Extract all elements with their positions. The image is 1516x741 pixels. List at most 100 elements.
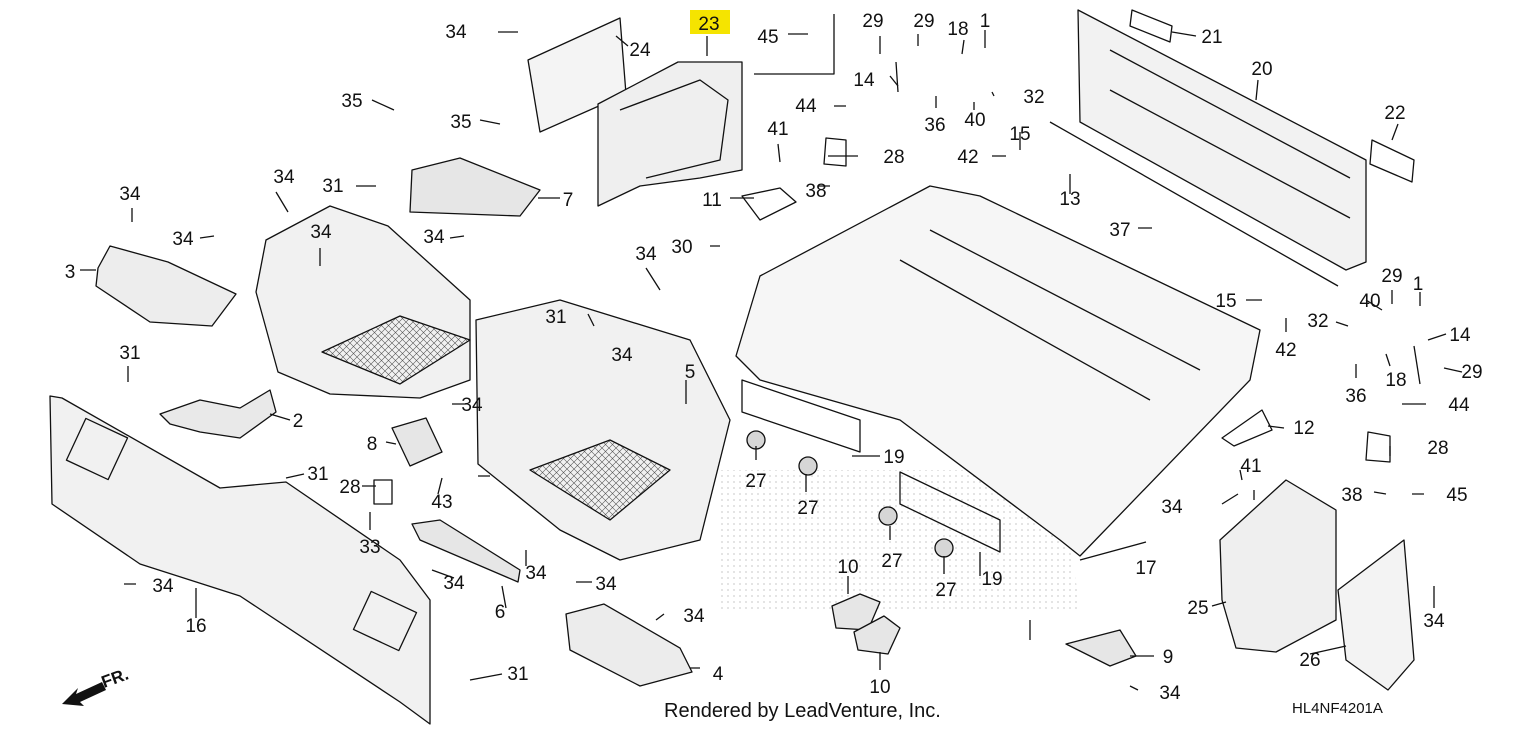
part-hook-28a	[823, 137, 847, 167]
callout-35: 35	[450, 112, 471, 133]
callout-27: 27	[745, 471, 766, 492]
callout-34: 34	[119, 184, 141, 205]
callout-38: 38	[1341, 485, 1362, 506]
callout-15: 15	[1215, 291, 1236, 312]
callout-3: 3	[65, 262, 76, 283]
callout-33: 33	[359, 537, 380, 558]
callout-28: 28	[339, 477, 360, 498]
callout-22: 22	[1384, 103, 1405, 124]
callout-11: 11	[702, 190, 722, 211]
part-hook-28b	[1365, 431, 1391, 463]
callout-31: 31	[507, 664, 528, 685]
callout-19: 19	[883, 447, 904, 468]
callout-36: 36	[924, 115, 945, 136]
callout-14: 14	[1449, 325, 1471, 346]
callout-27: 27	[797, 498, 818, 519]
part-rail-19b	[899, 471, 1001, 553]
callout-23: 23	[698, 14, 719, 35]
callout-7: 7	[563, 190, 574, 211]
callout-38: 38	[805, 181, 826, 202]
callout-31: 31	[119, 343, 140, 364]
callout-34: 34	[310, 222, 332, 243]
callout-42: 42	[1275, 340, 1296, 361]
callout-40: 40	[1359, 291, 1380, 312]
part-hinge-21	[1129, 9, 1173, 43]
callout-34: 34	[1423, 611, 1445, 632]
credit-text: Rendered by LeadVenture, Inc.	[664, 700, 941, 722]
diagram-code: HL4NF4201A	[1292, 700, 1383, 717]
callout-29: 29	[862, 11, 883, 32]
callout-31: 31	[322, 176, 343, 197]
callout-26: 26	[1299, 650, 1320, 671]
callout-10: 10	[837, 557, 858, 578]
callout-29: 29	[1461, 362, 1482, 383]
part-box-4	[565, 603, 693, 687]
highlight-callout-23	[690, 10, 730, 34]
callout-34: 34	[683, 606, 705, 627]
part-bracket-9	[1065, 629, 1137, 667]
callout-44: 44	[1448, 395, 1470, 416]
callout-14: 14	[853, 70, 875, 91]
callout-10: 10	[869, 677, 890, 698]
front-arrow-icon	[62, 682, 106, 706]
callout-34: 34	[423, 227, 445, 248]
callout-1: 1	[980, 11, 991, 32]
part-guard-25	[1219, 479, 1337, 653]
part-rail-19a	[741, 379, 861, 453]
callout-44: 44	[795, 96, 817, 117]
callout-27: 27	[935, 580, 956, 601]
callout-34: 34	[611, 345, 633, 366]
callout-28: 28	[883, 147, 904, 168]
callout-34: 34	[525, 563, 547, 584]
callout-8: 8	[367, 434, 378, 455]
callout-18: 18	[1385, 370, 1406, 391]
callout-2: 2	[293, 411, 304, 432]
callout-31: 31	[307, 464, 328, 485]
callout-34: 34	[445, 22, 467, 43]
callout-34: 34	[152, 576, 174, 597]
callout-43: 43	[431, 492, 452, 513]
callout-29: 29	[913, 11, 934, 32]
callout-9: 9	[1163, 647, 1174, 668]
part-tailgate-20	[1077, 9, 1367, 271]
part-fender-cover-23	[597, 61, 743, 207]
callout-6: 6	[495, 602, 506, 623]
callout-34: 34	[172, 229, 194, 250]
callout-32: 32	[1023, 87, 1044, 108]
callout-30: 30	[671, 237, 692, 258]
callout-29: 29	[1381, 266, 1402, 287]
callout-34: 34	[1161, 497, 1183, 518]
callout-35: 35	[341, 91, 362, 112]
part-clip-11	[741, 187, 797, 221]
front-label: FR.	[99, 665, 131, 692]
callout-34: 34	[595, 574, 617, 595]
part-side-panel-16	[49, 395, 431, 725]
callout-41: 41	[767, 119, 788, 140]
callout-40: 40	[964, 110, 985, 131]
part-bracket-12	[1221, 409, 1273, 447]
part-bracket-6	[411, 519, 521, 583]
callout-32: 32	[1307, 311, 1328, 332]
callout-28: 28	[1427, 438, 1448, 459]
callout-34: 34	[273, 167, 295, 188]
callout-18: 18	[947, 19, 968, 40]
callout-16: 16	[185, 616, 206, 637]
part-hook-10b	[853, 615, 901, 655]
callout-41: 41	[1240, 456, 1261, 477]
part-cargo-bed-17	[735, 185, 1261, 557]
callout-34: 34	[461, 395, 483, 416]
callout-21: 21	[1201, 27, 1222, 48]
part-rod-13	[1049, 121, 1339, 287]
part-tray-3	[95, 245, 237, 327]
callout-13: 13	[1059, 189, 1080, 210]
callout-19: 19	[981, 569, 1002, 590]
callout-17: 17	[1135, 558, 1156, 579]
part-plate-8	[391, 417, 443, 467]
callout-45: 45	[1446, 485, 1467, 506]
callout-34: 34	[443, 573, 465, 594]
callout-24: 24	[629, 40, 651, 61]
part-hook-28c	[373, 479, 393, 505]
callout-20: 20	[1251, 59, 1272, 80]
